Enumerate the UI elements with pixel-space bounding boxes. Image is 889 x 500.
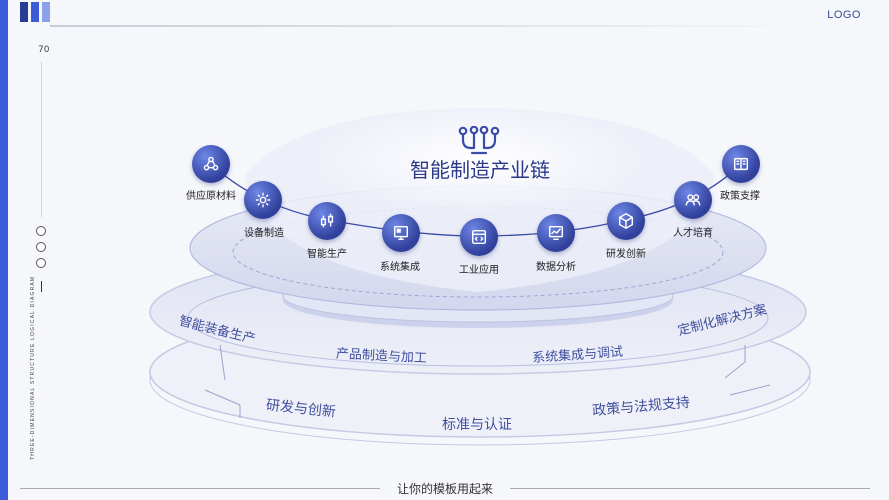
side-dot <box>36 242 46 252</box>
node-label: 智能生产 <box>307 249 347 260</box>
side-dot <box>36 226 46 236</box>
ring-label: 标准与认证 <box>442 417 512 433</box>
factory-icon <box>308 202 346 240</box>
recycle-icon <box>192 145 230 183</box>
node-label: 人才培育 <box>673 228 713 239</box>
corner-decoration <box>20 2 50 22</box>
diagram-title: 智能制造产业链 <box>410 158 550 182</box>
node-label: 系统集成 <box>380 262 420 273</box>
monitor-icon <box>382 214 420 252</box>
node-label: 研发创新 <box>606 249 646 260</box>
people-icon <box>674 181 712 219</box>
circuit-logo-icon <box>458 125 500 160</box>
node-label: 政策支撑 <box>720 191 760 202</box>
document-icon <box>722 145 760 183</box>
side-dot <box>36 258 46 268</box>
node-label: 设备制造 <box>244 228 284 239</box>
header-divider <box>50 25 810 27</box>
gear-icon <box>244 181 282 219</box>
footer-divider <box>20 488 380 489</box>
cube-icon <box>607 202 645 240</box>
footer-slogan: 让你的模板用起来 <box>396 482 493 496</box>
left-accent-strip <box>0 0 8 500</box>
code-window-icon <box>460 218 498 256</box>
node-label: 工业应用 <box>459 265 499 276</box>
chart-icon <box>537 214 575 252</box>
node-label: 供应原材料 <box>186 191 236 202</box>
footer-divider <box>510 488 870 489</box>
side-dash <box>41 281 42 292</box>
node-label: 数据分析 <box>536 262 576 273</box>
side-line <box>41 62 42 217</box>
page-number: 70 <box>38 45 50 55</box>
logo: LOGO <box>827 9 861 21</box>
